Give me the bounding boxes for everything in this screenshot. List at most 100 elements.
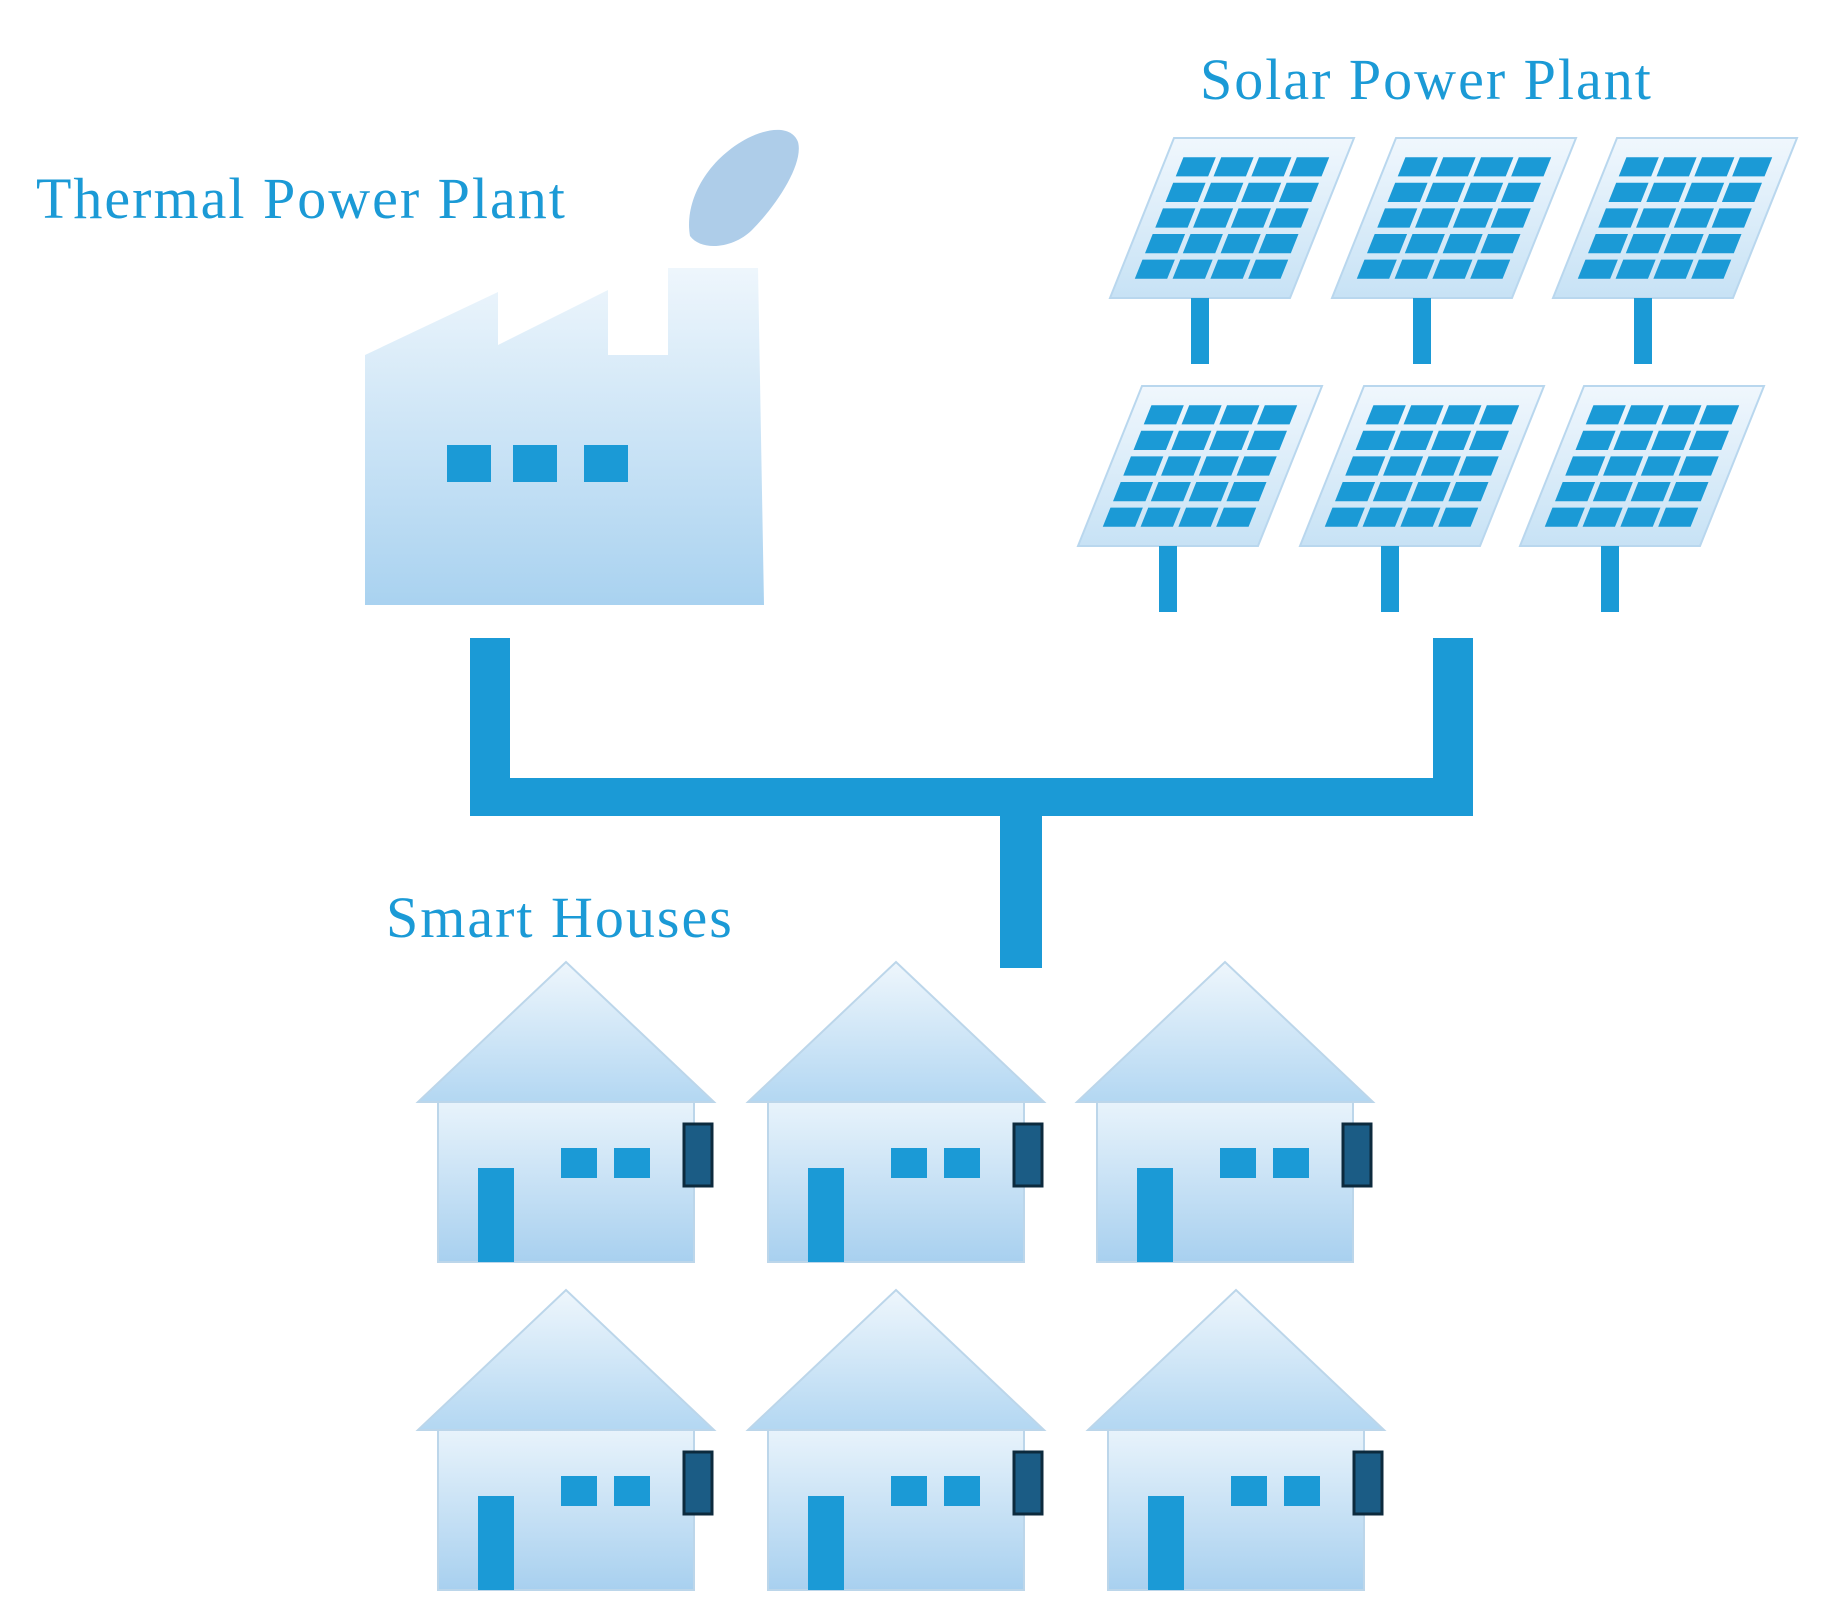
house-window	[944, 1148, 980, 1178]
solar-cell	[1668, 482, 1709, 502]
panel-frame	[1330, 137, 1578, 299]
solar-cell	[1442, 234, 1483, 254]
solar-cell	[1511, 157, 1552, 177]
solar-cell	[1452, 208, 1493, 228]
panel-pole	[1634, 298, 1652, 364]
main-bus-line	[470, 778, 1473, 816]
solar-plant-label: Solar Power Plant	[1200, 47, 1653, 112]
panel-pole	[1159, 546, 1177, 612]
solar-cell	[1618, 157, 1659, 177]
solar-cell	[1209, 430, 1250, 450]
solar-cell	[1500, 182, 1541, 202]
solar-cell	[1155, 208, 1196, 228]
solar-cell	[1623, 405, 1664, 425]
house-window	[1273, 1148, 1309, 1178]
solar-cell	[1575, 430, 1616, 450]
solar-panel-icon	[1108, 137, 1356, 364]
house-window	[891, 1148, 927, 1178]
solar-cell	[1636, 208, 1677, 228]
smart-house-icon	[745, 1288, 1047, 1591]
solar-cell	[1397, 157, 1438, 177]
house-roof	[1074, 960, 1376, 1103]
solar-cell	[1588, 234, 1629, 254]
solar-cell	[1248, 259, 1289, 279]
house-window	[944, 1476, 980, 1506]
house-window	[891, 1476, 927, 1506]
smart-houses	[415, 960, 1387, 1591]
solar-cell	[1134, 259, 1175, 279]
solar-cell	[1468, 430, 1509, 450]
solar-cell	[1372, 482, 1413, 502]
solar-cell	[1585, 405, 1626, 425]
solar-cell	[1701, 234, 1742, 254]
factory-window	[584, 445, 628, 482]
solar-power-plant	[1076, 137, 1799, 612]
solar-cell	[1246, 430, 1287, 450]
solar-cell	[1448, 482, 1489, 502]
solar-cell	[1625, 234, 1666, 254]
solar-cell	[1171, 430, 1212, 450]
solar-cell	[1268, 208, 1309, 228]
solar-cell	[1432, 259, 1473, 279]
solar-cell	[1661, 405, 1702, 425]
solar-cell	[1640, 456, 1681, 476]
smart-meter-icon	[1012, 1122, 1044, 1188]
solar-cell	[1220, 234, 1261, 254]
house-wall	[767, 1429, 1025, 1591]
house-wall	[437, 1429, 695, 1591]
solar-cell	[1367, 234, 1408, 254]
solar-cell	[1431, 430, 1472, 450]
house-door	[478, 1168, 514, 1262]
solar-cell	[1630, 482, 1671, 502]
solar-cell	[1258, 234, 1299, 254]
solar-cell	[1257, 405, 1298, 425]
solar-cell	[1688, 430, 1729, 450]
solar-cell	[1210, 259, 1251, 279]
solar-cell	[1365, 405, 1406, 425]
solar-cell	[1383, 456, 1424, 476]
solar-cell	[1425, 182, 1466, 202]
solar-cell	[1608, 182, 1649, 202]
solar-cell	[1226, 482, 1267, 502]
solar-cell	[1213, 157, 1254, 177]
solar-cell	[1289, 157, 1330, 177]
house-door	[1137, 1168, 1173, 1262]
solar-cell	[1663, 234, 1704, 254]
panel-pole	[1413, 298, 1431, 364]
solar-cell	[1188, 482, 1229, 502]
solar-cell	[1615, 259, 1656, 279]
solar-cell	[1404, 234, 1445, 254]
solar-cell	[1490, 208, 1531, 228]
solar-cell	[1140, 507, 1181, 527]
solar-cell	[1175, 157, 1216, 177]
house-roof	[745, 960, 1047, 1103]
smart-house-icon	[745, 960, 1047, 1263]
house-roof	[415, 960, 717, 1103]
solar-cell	[1182, 234, 1223, 254]
solar-cell	[1145, 234, 1186, 254]
factory-window	[513, 445, 557, 482]
solar-cell	[1394, 259, 1435, 279]
house-wall	[1107, 1429, 1365, 1591]
smoke-icon	[689, 129, 799, 247]
house-roof	[415, 1288, 717, 1431]
solar-cell	[1441, 405, 1482, 425]
thermal-power-plant-icon	[365, 129, 799, 605]
panel-frame	[1518, 385, 1766, 547]
solar-cell	[1438, 507, 1479, 527]
smart-house-icon	[415, 1288, 717, 1591]
factory-window	[447, 445, 491, 482]
solar-cell	[1387, 182, 1428, 202]
solar-cell	[1345, 456, 1386, 476]
solar-cell	[1691, 259, 1732, 279]
solar-cell	[1420, 456, 1461, 476]
solar-cell	[1684, 182, 1725, 202]
solar-cell	[1324, 507, 1365, 527]
solar-cell	[1544, 507, 1585, 527]
panel-frame	[1076, 385, 1324, 547]
solar-cell	[1377, 208, 1418, 228]
smart-meter-icon	[682, 1122, 714, 1188]
solar-cell	[1721, 182, 1762, 202]
solar-cell	[1113, 482, 1154, 502]
panel-frame	[1108, 137, 1356, 299]
